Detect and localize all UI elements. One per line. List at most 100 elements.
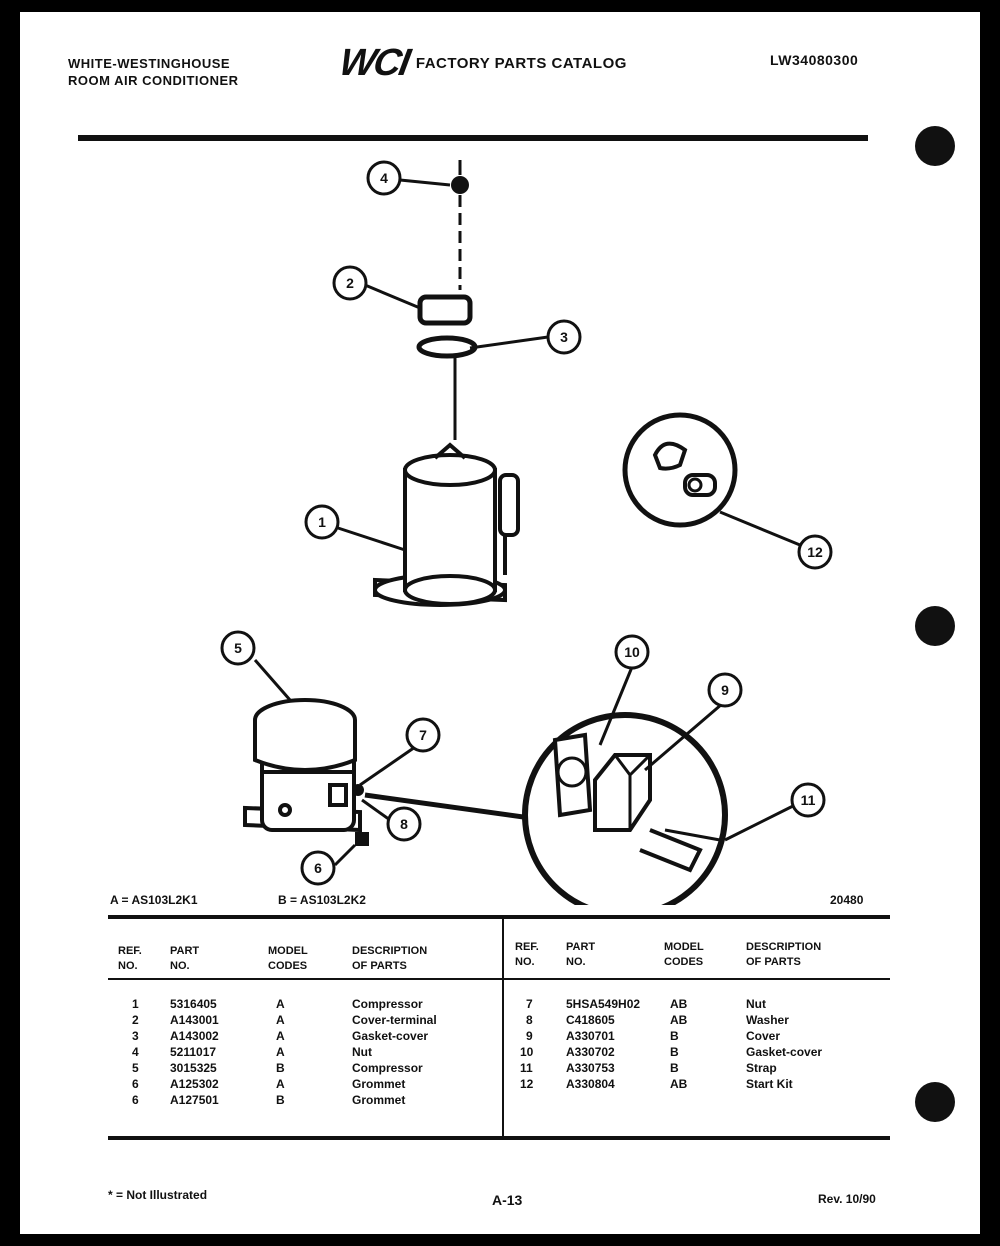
callout-2: 2 [332, 265, 368, 301]
callout-12: 12 [797, 534, 833, 570]
svg-text:12: 12 [807, 544, 823, 560]
svg-text:1: 1 [318, 514, 326, 530]
model-code-a: A = AS103L2K1 [110, 893, 198, 907]
table-row: Gasket-cover [746, 1045, 823, 1059]
table-row: A330701 [566, 1029, 615, 1043]
callout-6a: 6 [300, 850, 336, 886]
catalog-page [20, 12, 980, 1234]
table-row: 4 [132, 1045, 139, 1059]
table-row: Cover [746, 1029, 781, 1043]
table-row: A [276, 1029, 285, 1043]
svg-text:10: 10 [624, 644, 640, 660]
table-row: 5316405 [170, 997, 217, 1011]
table-row: 2 [132, 1013, 139, 1027]
model-number: LW34080300 [770, 52, 859, 68]
callout-8: 8 [386, 806, 422, 842]
model-code-b: B = AS103L2K2 [278, 893, 366, 907]
table-row: B [276, 1061, 285, 1075]
table-row: 5 [132, 1061, 139, 1075]
part-grommet [355, 832, 369, 846]
table-row: Compressor [352, 997, 423, 1011]
table-row: Grommet [352, 1093, 406, 1107]
svg-text:6: 6 [314, 860, 322, 876]
table-bottom-rule [108, 1136, 890, 1140]
col-ref-no-left: REF.NO. [118, 945, 142, 972]
part-nut [451, 176, 469, 194]
table-row: C418605 [566, 1013, 615, 1027]
table-row: A125302 [170, 1077, 219, 1091]
part-nut-washer [352, 784, 364, 796]
brand-line-2: ROOM AIR CONDITIONER [68, 73, 239, 88]
callout-3: 3 [546, 319, 582, 355]
header-rule [78, 135, 868, 141]
footnote: * = Not Illustrated [108, 1188, 208, 1202]
table-row: 6 [132, 1093, 139, 1107]
callout-1: 1 [304, 504, 340, 540]
table-row: Washer [746, 1013, 789, 1027]
table-top-rule [108, 915, 890, 919]
binder-hole-middle [915, 606, 955, 646]
detail-circle-relay [522, 712, 728, 905]
table-row: 10 [520, 1045, 534, 1059]
part-compressor-rotary [373, 442, 520, 607]
detail-circle-start-kit [622, 412, 738, 528]
table-row: Grommet [352, 1077, 406, 1091]
part-cover-terminal [417, 294, 473, 326]
brand-line-1: WHITE-WESTINGHOUSE [68, 56, 231, 71]
svg-text:11: 11 [801, 792, 816, 808]
table-row: 7 [526, 997, 533, 1011]
table-row: A127501 [170, 1093, 219, 1107]
table-row: Compressor [352, 1061, 423, 1075]
table-row: AB [670, 1077, 688, 1091]
table-row: B [276, 1093, 285, 1107]
brand-block: WHITE-WESTINGHOUSE ROOM AIR CONDITIONER [68, 55, 239, 89]
page-number: A-13 [492, 1192, 523, 1208]
svg-text:2: 2 [346, 275, 354, 291]
figure-number: 20480 [830, 893, 864, 907]
table-header-rule [108, 978, 890, 980]
callout-5: 5 [220, 630, 256, 666]
table-row: A330753 [566, 1061, 615, 1075]
callout-10: 10 [614, 634, 650, 670]
svg-text:5: 5 [234, 640, 242, 656]
table-row: A330804 [566, 1077, 615, 1091]
part-compressor-reciprocating [243, 698, 362, 833]
table-row: 11 [520, 1061, 533, 1075]
revision-date: Rev. 10/90 [818, 1192, 876, 1206]
table-row: A330702 [566, 1045, 615, 1059]
table-row: 5211017 [170, 1045, 217, 1059]
callout-7: 7 [405, 717, 441, 753]
svg-text:7: 7 [419, 727, 427, 743]
binder-hole-bottom [915, 1082, 955, 1122]
table-row: 1 [132, 997, 139, 1011]
table-row: Nut [352, 1045, 372, 1059]
table-row: Gasket-cover [352, 1029, 429, 1043]
svg-text:3: 3 [560, 329, 568, 345]
table-row: 8 [526, 1013, 533, 1027]
table-row: A143002 [170, 1029, 219, 1043]
table-row: A [276, 1045, 285, 1059]
table-row: Start Kit [746, 1077, 793, 1091]
callout-9: 9 [707, 672, 743, 708]
table-row: A [276, 997, 285, 1011]
table-row: B [670, 1029, 679, 1043]
table-row: 9 [526, 1029, 533, 1043]
binder-hole-top [915, 126, 955, 166]
col-ref-no-right: REF.NO. [515, 941, 539, 968]
callout-11: 11 [790, 782, 826, 818]
svg-text:4: 4 [380, 170, 388, 186]
table-row: B [670, 1045, 679, 1059]
table-row: Nut [746, 997, 766, 1011]
exploded-parts-diagram: 1 2 3 4 5 6 7 8 9 10 11 12 [220, 160, 833, 905]
table-row: Strap [746, 1061, 777, 1075]
table-row: 12 [520, 1077, 534, 1091]
table-row: 3 [132, 1029, 139, 1043]
table-row: AB [670, 997, 688, 1011]
